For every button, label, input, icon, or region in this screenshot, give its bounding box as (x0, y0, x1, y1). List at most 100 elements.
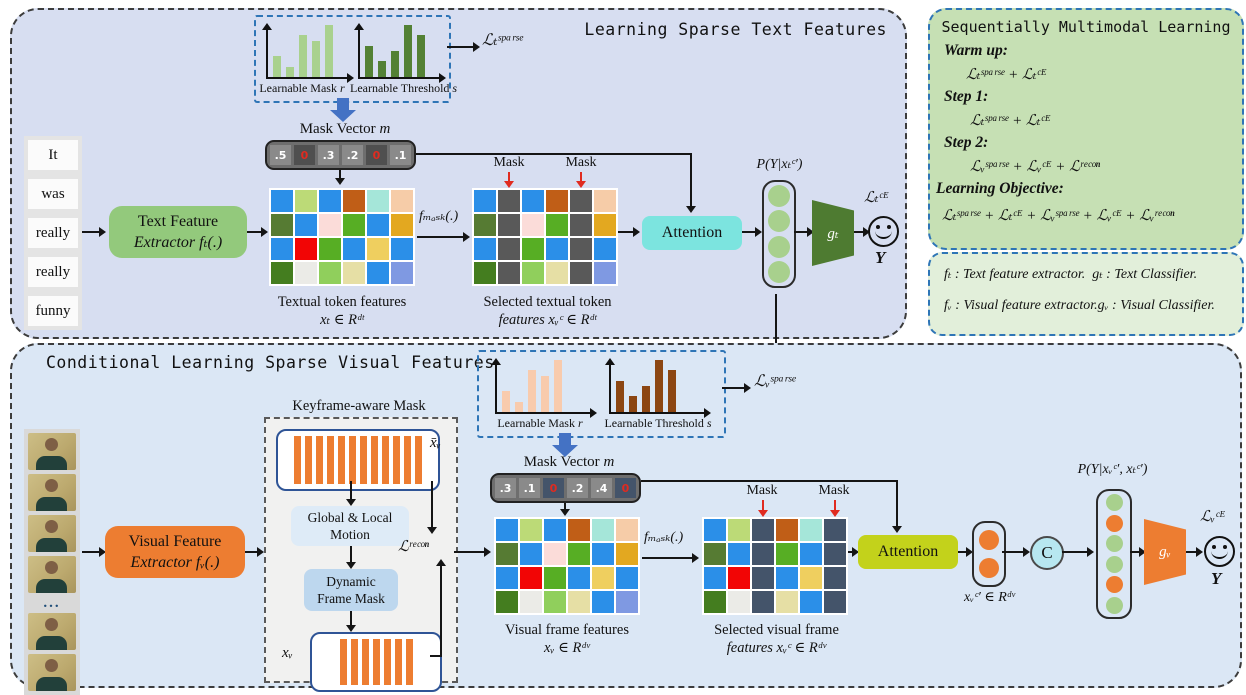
grid-cell (546, 262, 568, 284)
grid-cell (295, 238, 317, 260)
grid-cell (367, 214, 389, 236)
line (564, 503, 566, 511)
mask-cell: 0 (294, 145, 315, 165)
selected-textual-token-grid (472, 188, 618, 286)
mask-cell: .4 (591, 478, 612, 498)
grid-cell (367, 190, 389, 212)
arrowhead (346, 625, 356, 632)
mask-cell: 0 (366, 145, 387, 165)
grid-cell (728, 567, 750, 589)
visual-panel-title: Conditional Learning Sparse Visual Featu… (46, 353, 495, 372)
grid-cell (498, 262, 520, 284)
mask-cell: .1 (519, 478, 540, 498)
arrowhead (346, 499, 356, 506)
mask-cell: 0 (543, 478, 564, 498)
video-frame-strip: ... (24, 429, 80, 695)
grid-cell (568, 519, 590, 541)
vector-dot (768, 185, 790, 208)
grid-cell (343, 214, 365, 236)
grid-cell (520, 567, 542, 589)
arrowhead (346, 562, 356, 569)
arrowhead (1023, 547, 1030, 557)
xbar-feature-bars (276, 429, 440, 491)
smiley-face-icon-t (868, 216, 899, 247)
visual-learnable-threshold-label: Learnable Threshold s (604, 416, 712, 430)
grid-cell (594, 214, 616, 236)
line (854, 231, 866, 233)
vector-dot (768, 260, 790, 283)
line (958, 551, 969, 553)
line (642, 557, 694, 559)
fused-prob-vector (1096, 489, 1132, 619)
frames-ellipsis: ... (43, 595, 61, 611)
recon-loss: ℒʳᵉᶜᵒⁿ (398, 539, 430, 555)
mask-arrow-v1 (762, 500, 764, 512)
line (1130, 551, 1142, 553)
line (350, 611, 352, 627)
mask-cell: .2 (567, 478, 588, 498)
keyframe-mask-title: Keyframe-aware Mask (292, 398, 426, 414)
grid-cell (496, 567, 518, 589)
mask-cell: .3 (495, 478, 516, 498)
text-prob-vector (762, 180, 796, 288)
arrowhead (99, 547, 106, 557)
mask-arrow-v2 (834, 500, 836, 512)
line (794, 231, 810, 233)
mask-callout-t1: Mask (493, 155, 525, 170)
grid-cell (520, 543, 542, 565)
line (1002, 551, 1026, 553)
visual-extractor-line2: Extractor fᵥ(.) (130, 554, 220, 571)
visual-frame-grid (494, 517, 640, 615)
grid-cell (295, 262, 317, 284)
blue-down-arrow-icon (330, 98, 356, 122)
vector-dot (1105, 535, 1123, 553)
grid-cell (728, 543, 750, 565)
grid-cell (704, 543, 726, 565)
grid-cell (271, 214, 293, 236)
arrowhead (807, 227, 814, 237)
visual-mask-vector-label: Mask Vector m (523, 454, 615, 470)
grid-cell (391, 214, 413, 236)
grid-cell (295, 214, 317, 236)
arrowhead (576, 181, 586, 188)
vector-dot (1105, 514, 1123, 532)
arrowhead (1196, 547, 1203, 557)
text-sparse-loss: ℒₜˢᵖᵃʳˢᵉ (482, 32, 523, 49)
arrowhead (463, 232, 470, 242)
line (690, 153, 692, 208)
arrowhead (473, 42, 480, 52)
visual-feature-extractor: Visual Feature Extractor fᵥ(.) (105, 526, 245, 578)
arrowhead (436, 559, 446, 566)
grid-cell (568, 543, 590, 565)
grid-cell (391, 190, 413, 212)
blue-down-arrow-icon (552, 433, 578, 457)
mask-callout-t2: Mask (565, 155, 597, 170)
grid-cell (776, 567, 798, 589)
grid-cell (544, 567, 566, 589)
arrowhead (504, 181, 514, 188)
grid-cell (474, 214, 496, 236)
grid-cell (343, 238, 365, 260)
grid-cell (544, 591, 566, 613)
xv-feature-bars (310, 632, 442, 692)
vector-dot (979, 557, 999, 578)
grid-cell (568, 567, 590, 589)
text-ce-loss: ℒₜᶜᴱ (864, 190, 889, 206)
text-learnable-mask-label: Learnable Mask r (259, 81, 345, 95)
text-classifier: gₜ (812, 200, 854, 266)
grid-cell (319, 238, 341, 260)
grid-cell (546, 238, 568, 260)
grid-cell (616, 591, 638, 613)
grid-cell (319, 262, 341, 284)
grid-cell (520, 519, 542, 541)
grid-cell (319, 190, 341, 212)
text-prob-label: P(Y|xₜᶜ′) (756, 157, 803, 172)
grid-cell (592, 567, 614, 589)
line (1062, 551, 1090, 553)
grid-cell (824, 543, 846, 565)
